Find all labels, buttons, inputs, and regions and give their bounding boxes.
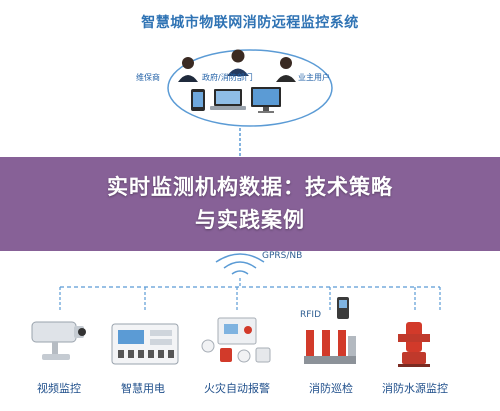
- phone-icon: [191, 89, 205, 111]
- laptop-icon: [210, 89, 246, 110]
- role-label-maintainer: 维保商: [136, 73, 160, 82]
- rfid-label: RFID: [300, 310, 322, 320]
- device-label-fire-alarm: 火灾自动报警: [204, 382, 270, 395]
- fire-water-pump-icon: [398, 322, 430, 367]
- headline-line-1: 实时监测机构数据：技术策略: [107, 175, 393, 199]
- headline-line-2: 与实践案例: [195, 208, 305, 232]
- cctv-camera-icon: [31, 321, 86, 360]
- fire-alarm-devices-icon: [201, 317, 271, 363]
- device-label-inspection: 消防巡检: [309, 382, 353, 395]
- device-label-water-source: 消防水源监控: [382, 382, 448, 395]
- government-person-icon: [227, 49, 249, 76]
- smart-meter-icon: [111, 323, 179, 365]
- maintainer-person-icon: [178, 57, 198, 82]
- desktop-monitor-icon: [251, 87, 281, 113]
- owner-person-icon: [276, 57, 296, 82]
- network-label: GPRS/NB: [262, 251, 303, 261]
- network-cloud-ring: [167, 49, 333, 127]
- fire-pump-station-icon: [304, 330, 356, 364]
- handheld-scanner-icon: [337, 297, 349, 319]
- role-label-owner: 业主用户: [298, 73, 330, 82]
- wireless-signal-icon: [215, 253, 265, 275]
- device-label-video: 视频监控: [37, 382, 81, 395]
- page-title: 智慧城市物联网消防远程监控系统: [141, 15, 359, 31]
- headline-banner: [0, 157, 500, 251]
- device-label-electricity: 智慧用电: [121, 382, 165, 395]
- role-label-government: 政府/消防部门: [202, 73, 253, 82]
